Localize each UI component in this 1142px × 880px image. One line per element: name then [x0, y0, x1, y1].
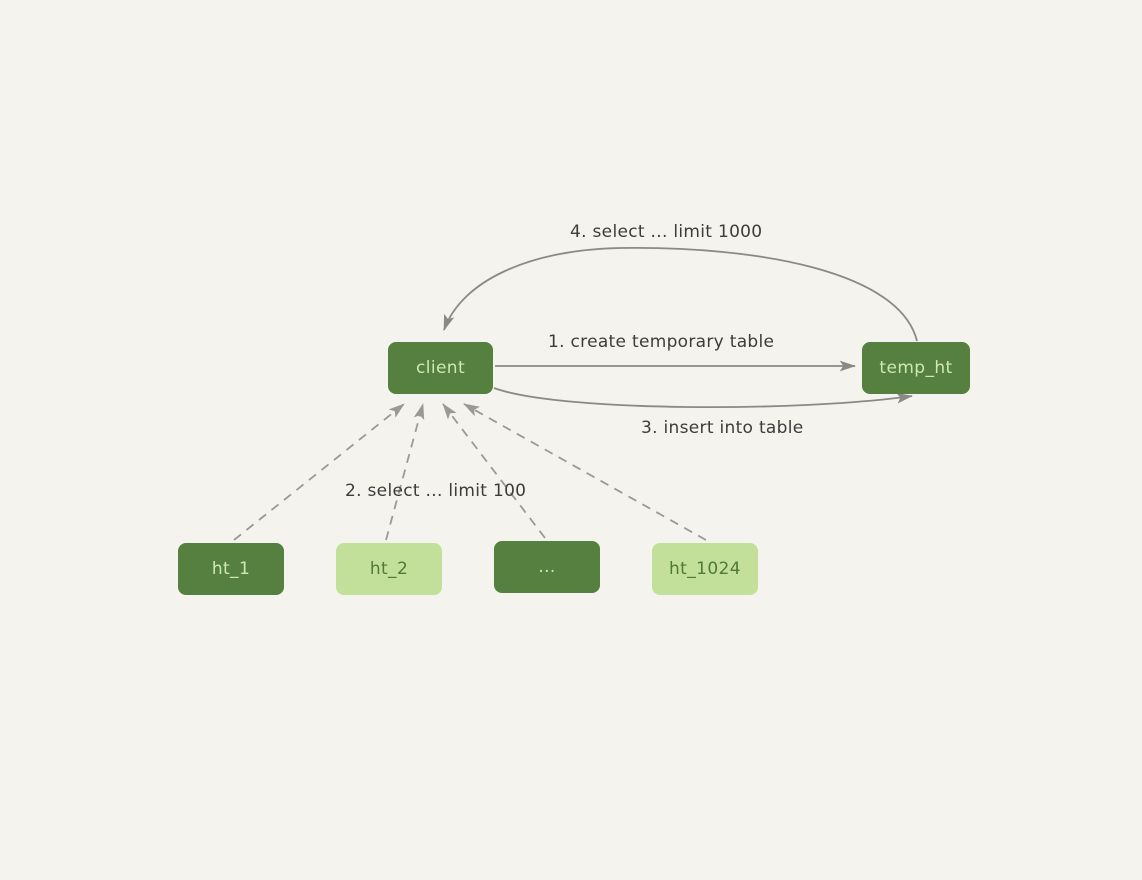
node-ht-1-label: ht_1 [211, 559, 251, 579]
node-ht-1024[interactable]: ht_1024 [652, 543, 758, 595]
edge-label-insert-into-table: 3. insert into table [641, 418, 804, 438]
edge-insert-into-table [493, 387, 913, 409]
node-ht-more-label: ... [538, 557, 556, 577]
edge-ht-2-to-client [385, 403, 425, 541]
node-temp-ht-label: temp_ht [879, 358, 953, 378]
node-ht-1[interactable]: ht_1 [178, 543, 284, 595]
edge-label-select-limit-100: 2. select ... limit 100 [345, 481, 527, 501]
node-temp-ht[interactable]: temp_ht [862, 342, 970, 394]
node-ht-2[interactable]: ht_2 [336, 543, 442, 595]
node-ht-more[interactable]: ... [494, 541, 600, 593]
edge-ht-more-to-client [442, 403, 546, 539]
node-ht-1024-label: ht_1024 [668, 559, 741, 579]
edge-label-create-temporary-table: 1. create temporary table [548, 332, 775, 352]
edge-ht-1-to-client [233, 403, 405, 541]
node-ht-2-label: ht_2 [369, 559, 409, 579]
node-client-label: client [415, 358, 466, 378]
node-client[interactable]: client [388, 342, 493, 394]
edge-label-select-limit-1000: 4. select ... limit 1000 [570, 222, 763, 242]
edge-ht-1024-to-client [463, 403, 707, 541]
edge-select-limit-1000 [443, 247, 918, 342]
